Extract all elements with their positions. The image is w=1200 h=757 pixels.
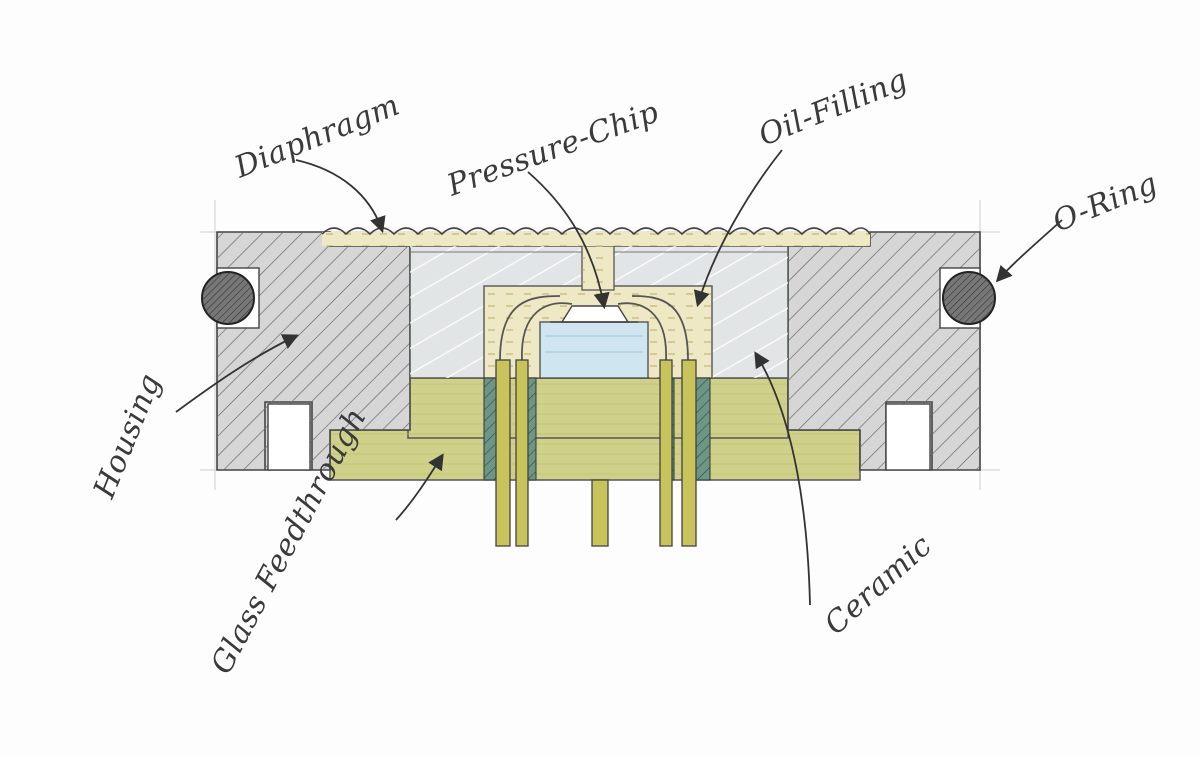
label-ceramic: Ceramic — [818, 528, 939, 642]
label-o-ring: O-Ring — [1048, 166, 1163, 239]
glass-feedthrough — [329, 377, 861, 481]
label-oil-filling: Oil-Filling — [754, 62, 913, 153]
leader-arrows — [175, 149, 1063, 606]
diaphragm — [321, 227, 871, 246]
arrow-glass-feedthrough — [395, 453, 444, 521]
housing-right — [787, 231, 981, 471]
bond-wires — [499, 295, 689, 361]
arrow-pressure-chip — [527, 171, 610, 310]
arrow-ceramic — [754, 351, 811, 606]
o-ring-right — [942, 271, 996, 325]
pins — [495, 359, 697, 547]
o-ring-left — [201, 271, 255, 325]
pressure-chip — [539, 305, 649, 379]
arrow-housing — [175, 334, 299, 413]
arrow-oil-filling — [693, 149, 783, 308]
arrow-diaphragm — [295, 159, 386, 234]
label-housing: Housing — [87, 369, 169, 504]
arrow-o-ring — [995, 219, 1063, 283]
label-diaphragm: Diaphragm — [229, 88, 405, 186]
label-pressure-chip: Pressure-Chip — [442, 95, 664, 204]
